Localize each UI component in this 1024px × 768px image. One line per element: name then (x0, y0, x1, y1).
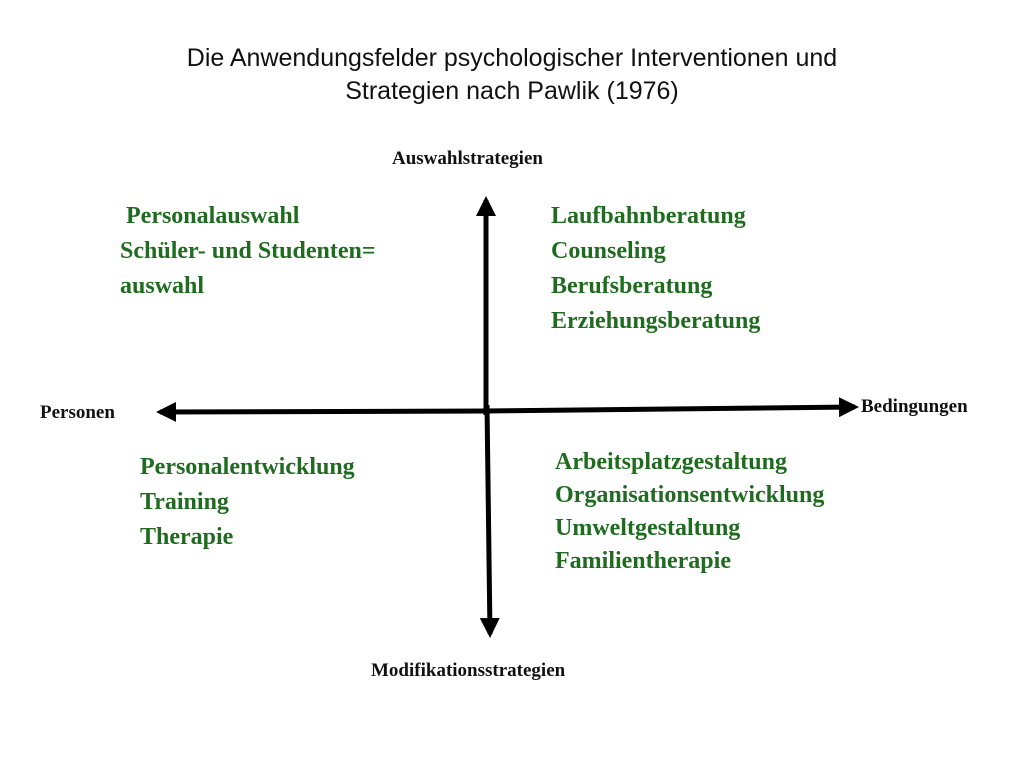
quadrant-top-right-line: Berufsberatung (551, 273, 713, 299)
quadrant-bottom-left: Personalentwicklung Training Therapie (140, 450, 355, 555)
quadrant-bottom-left-line: Therapie (140, 524, 234, 550)
quadrant-bottom-right-line: Familientherapie (555, 548, 731, 574)
quadrant-bottom-right-line: Umweltgestaltung (555, 515, 741, 541)
quadrant-top-right-line: Erziehungsberatung (551, 308, 761, 334)
quadrant-top-right-line: Laufbahnberatung (551, 203, 746, 229)
axis-label-right: Bedingungen (861, 396, 968, 417)
quadrant-bottom-left-line: Personalentwicklung (140, 454, 355, 480)
axis-label-bottom: Modifikationsstrategien (371, 660, 566, 681)
quadrant-top-right: Laufbahnberatung Counseling Berufsberatu… (551, 199, 760, 339)
quadrant-bottom-right: Arbeitsplatzgestaltung Organisationsentw… (555, 446, 824, 578)
axis-label-top: Auswahlstrategien (392, 148, 543, 169)
quadrant-top-right-line: Counseling (551, 238, 666, 264)
quadrant-top-left: Personalauswahl Schüler- und Studenten= … (120, 199, 376, 304)
quadrant-top-left-line: Personalauswahl (120, 203, 300, 229)
vertical-axis-arrow-down (479, 404, 500, 638)
horizontal-axis-arrow-left (156, 401, 491, 422)
diagram-title: Die Anwendungsfelder psychologischer Int… (0, 42, 1024, 108)
quadrant-top-left-line: Schüler- und Studenten= (120, 238, 376, 264)
axis-label-left: Personen (40, 402, 115, 423)
quadrant-bottom-right-line: Arbeitsplatzgestaltung (555, 449, 787, 475)
title-line-2: Strategien nach Pawlik (1976) (345, 77, 679, 105)
quadrant-bottom-left-line: Training (140, 489, 229, 515)
horizontal-axis-arrow-right (481, 397, 859, 418)
quadrant-top-left-line: auswahl (120, 273, 205, 299)
quadrant-bottom-right-line: Organisationsentwicklung (555, 482, 825, 508)
title-line-1: Die Anwendungsfelder psychologischer Int… (186, 44, 838, 72)
